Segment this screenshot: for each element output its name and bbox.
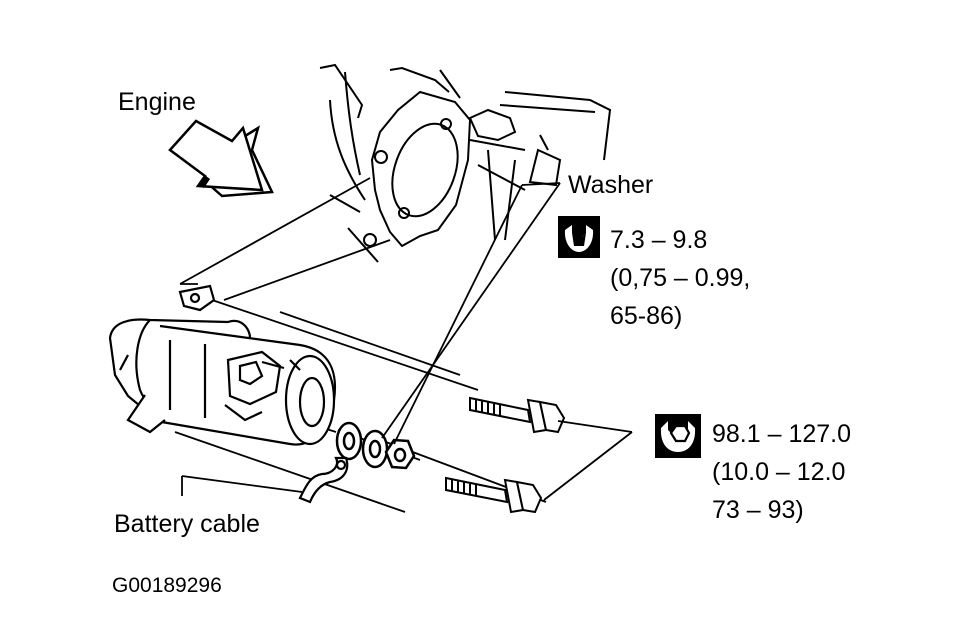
nut-torque-line-1: 7.3 – 9.8 bbox=[610, 226, 707, 254]
torque-wrench-hollow-nut-icon bbox=[655, 414, 701, 458]
nut-torque-line-2: (0,75 – 0.99, bbox=[610, 264, 750, 292]
starter-motor bbox=[108, 284, 336, 446]
engine-label: Engine bbox=[118, 88, 196, 116]
bolt-torque-line-1: 98.1 – 127.0 bbox=[712, 420, 851, 448]
bolt-lower bbox=[445, 476, 543, 514]
washer-1 bbox=[335, 421, 363, 461]
nut bbox=[384, 438, 416, 470]
leader-lines bbox=[181, 182, 633, 501]
figure-id-label: G00189296 bbox=[112, 574, 222, 597]
torque-wrench-filled-nut-icon bbox=[558, 216, 600, 258]
battery-cable bbox=[298, 456, 349, 504]
battery-cable-label: Battery cable bbox=[114, 510, 260, 538]
bolt-torque-line-2: (10.0 – 12.0 bbox=[712, 458, 845, 486]
engine-block bbox=[319, 63, 612, 263]
bolt-torque-line-3: 73 – 93) bbox=[712, 496, 804, 524]
engine-direction-arrow bbox=[168, 119, 274, 198]
washer-label: Washer bbox=[568, 171, 653, 199]
nut-torque-line-3: 65-86) bbox=[610, 302, 682, 330]
bolt-upper bbox=[469, 396, 566, 434]
